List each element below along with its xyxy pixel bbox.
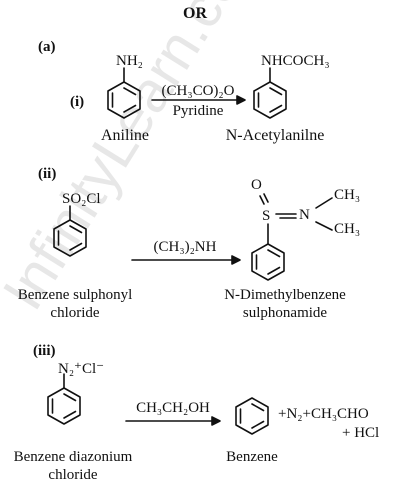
reaction-iii-reagent-above: CH₃CH₂OH bbox=[136, 400, 210, 416]
sulphonyl-chloride-benzene-ring bbox=[53, 205, 87, 257]
diazonium-benzene-ring bbox=[47, 373, 81, 425]
benzene-product-ring bbox=[235, 397, 269, 435]
reaction-ii-label: (ii) bbox=[38, 166, 57, 182]
reaction-i-label: (i) bbox=[70, 94, 85, 110]
reaction-i-arrow bbox=[151, 95, 246, 105]
reaction-iii-label: (iii) bbox=[33, 343, 56, 359]
reaction-iii-byproducts: +N₂+CH₃CHO bbox=[278, 406, 369, 422]
diazonium-name-line1: Benzene diazonium bbox=[13, 449, 133, 465]
sulphonamide-name-line2: sulphonamide bbox=[242, 305, 328, 321]
sulphonamide-benzene-ring bbox=[251, 223, 285, 281]
sulphonamide-oxygen-left: O bbox=[251, 177, 262, 193]
header-or: OR bbox=[183, 5, 207, 22]
sulphonamide-name-line1: N-Dimethylbenzene bbox=[224, 287, 346, 303]
acetanilide-benzene-ring bbox=[253, 67, 287, 119]
reaction-ii-reagent-above: (CH₃)₂NH bbox=[153, 239, 217, 255]
aniline-nh2-group: NH₂ bbox=[116, 53, 143, 69]
diazonium-name-line2: chloride bbox=[48, 467, 98, 483]
aniline-name: Aniline bbox=[101, 127, 149, 144]
diazonium-group: N₂⁺Cl⁻ bbox=[58, 361, 105, 377]
sulphonyl-chloride-name-line2: chloride bbox=[50, 305, 100, 321]
reaction-iii-arrow bbox=[125, 416, 221, 426]
sulphonamide-nitrogen: N bbox=[299, 207, 310, 223]
sulphonyl-chloride-name-line1: Benzene sulphonyl bbox=[17, 287, 133, 303]
sulphonamide-bonds bbox=[259, 193, 333, 231]
reaction-i-reagent-above: (CH₃CO)₂O bbox=[161, 83, 235, 99]
benzene-product-name: Benzene bbox=[226, 449, 278, 465]
sulphonamide-sulfur: S bbox=[262, 208, 271, 224]
reaction-ii-arrow bbox=[131, 255, 241, 265]
acetanilide-group: NHCOCH₃ bbox=[261, 53, 330, 69]
part-a-label: (a) bbox=[38, 39, 56, 55]
acetanilide-name: N-Acetylanilne bbox=[225, 127, 325, 144]
reaction-i-reagent-below: Pyridine bbox=[172, 103, 224, 119]
sulphonamide-methyl-lower: CH₃ bbox=[334, 221, 361, 237]
sulphonamide-methyl-upper: CH₃ bbox=[334, 187, 361, 203]
reaction-iii-hcl: + HCl bbox=[342, 425, 380, 441]
aniline-benzene-ring bbox=[107, 67, 141, 119]
sulphonyl-chloride-group: SO₂Cl bbox=[62, 191, 101, 207]
